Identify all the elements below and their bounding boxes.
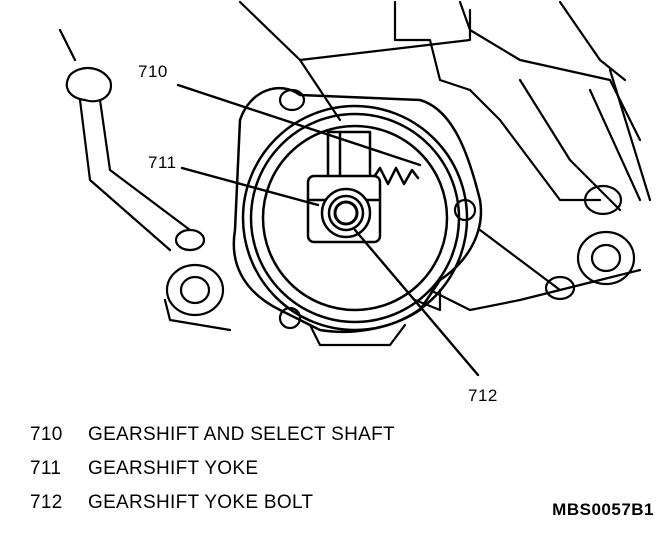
legend-label: GEARSHIFT YOKE [88, 458, 259, 479]
housing-circles [241, 104, 469, 332]
legend-row-710: 710 GEARSHIFT AND SELECT SHAFT [30, 424, 395, 446]
legend-row-712: 712 GEARSHIFT YOKE BOLT [30, 492, 313, 514]
callout-711: 711 [148, 153, 177, 172]
legend-number: 712 [30, 492, 63, 513]
lower-boss [308, 288, 442, 347]
figure-code: MBS0057B1 [552, 500, 654, 519]
legend-number: 711 [30, 458, 62, 479]
housing-outline [238, 0, 652, 312]
mounting-flange [232, 86, 483, 334]
legend-number: 710 [30, 424, 63, 445]
legend-label: GEARSHIFT AND SELECT SHAFT [88, 424, 395, 445]
legend-label: GEARSHIFT YOKE BOLT [88, 492, 314, 513]
left-linkage [58, 28, 232, 332]
callout-710: 710 [138, 62, 168, 81]
gear-teeth [370, 166, 420, 186]
right-bolt-bosses [544, 184, 636, 301]
callout-712: 712 [468, 386, 498, 405]
leader-lines [176, 83, 480, 377]
legend-row-711: 711 GEARSHIFT YOKE [30, 458, 258, 480]
gearshift-yoke-bolt [320, 187, 372, 239]
